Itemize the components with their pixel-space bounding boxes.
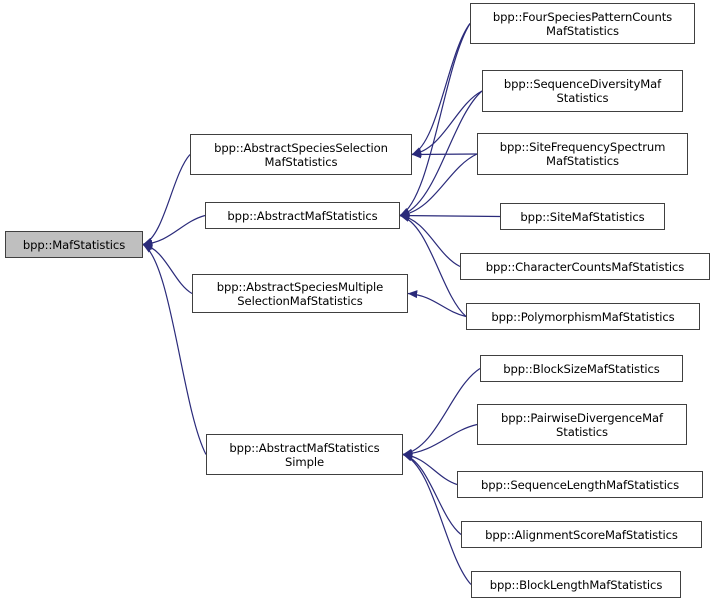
- class-node-sequence-diversity-maf-statistics[interactable]: bpp::SequenceDiversityMaf Statistics: [482, 70, 683, 112]
- class-node-label: bpp::BlockSizeMafStatistics: [503, 361, 660, 376]
- inheritance-edge-polymorphism-maf-statistics-to-abstract-species-multiple-selection-maf-statistics: [407, 290, 467, 318]
- inheritance-edge-polymorphism-maf-statistics-to-abstract-maf-statistics: [399, 214, 467, 317]
- class-node-label: bpp::SiteMafStatistics: [520, 209, 645, 224]
- inheritance-edge-site-maf-statistics-to-abstract-maf-statistics: [399, 211, 501, 220]
- inheritance-edge-abstract-maf-statistics-simple-to-maf-statistics: [142, 243, 207, 455]
- class-node-label: bpp::BlockLengthMafStatistics: [489, 577, 663, 592]
- inheritance-edge-four-species-pattern-counts-maf-statistics-to-abstract-species-selection-maf-statistics: [411, 23, 471, 156]
- class-node-sequence-length-maf-statistics[interactable]: bpp::SequenceLengthMafStatistics: [457, 471, 703, 498]
- class-node-label: bpp::CharacterCountsMafStatistics: [485, 259, 685, 274]
- class-node-block-length-maf-statistics[interactable]: bpp::BlockLengthMafStatistics: [471, 571, 681, 598]
- class-node-label: bpp::AbstractSpeciesMultiple SelectionMa…: [216, 279, 384, 308]
- inheritance-edge-site-frequency-spectrum-maf-statistics-to-abstract-maf-statistics: [399, 153, 478, 219]
- inheritance-edge-four-species-pattern-counts-maf-statistics-to-abstract-maf-statistics: [399, 23, 471, 217]
- class-node-site-frequency-spectrum-maf-statistics[interactable]: bpp::SiteFrequencySpectrum MafStatistics: [477, 133, 688, 175]
- class-node-label: bpp::PairwiseDivergenceMaf Statistics: [501, 410, 663, 439]
- inheritance-edge-abstract-maf-statistics-to-maf-statistics: [142, 214, 206, 248]
- class-node-label: bpp::AbstractSpeciesSelection MafStatist…: [214, 140, 388, 169]
- inheritance-edge-block-size-maf-statistics-to-abstract-maf-statistics-simple: [402, 367, 481, 457]
- class-node-label: bpp::SequenceDiversityMaf Statistics: [503, 77, 662, 105]
- inheritance-edge-abstract-species-selection-maf-statistics-to-maf-statistics: [142, 154, 191, 246]
- class-node-abstract-species-selection-maf-statistics[interactable]: bpp::AbstractSpeciesSelection MafStatist…: [190, 134, 412, 175]
- class-node-block-size-maf-statistics[interactable]: bpp::BlockSizeMafStatistics: [480, 355, 683, 382]
- class-node-label: bpp::AbstractMafStatistics: [227, 208, 378, 223]
- class-node-label: bpp::AbstractMafStatistics Simple: [229, 440, 380, 469]
- class-node-character-counts-maf-statistics[interactable]: bpp::CharacterCountsMafStatistics: [460, 253, 710, 280]
- inheritance-edge-sequence-diversity-maf-statistics-to-abstract-species-selection-maf-statistics: [411, 90, 483, 157]
- class-node-label: bpp::SiteFrequencySpectrum MafStatistics: [499, 140, 666, 168]
- inheritance-edge-character-counts-maf-statistics-to-abstract-maf-statistics: [399, 212, 461, 268]
- class-node-four-species-pattern-counts-maf-statistics[interactable]: bpp::FourSpeciesPatternCounts MafStatist…: [470, 3, 695, 44]
- class-node-label: bpp::PolymorphismMafStatistics: [491, 309, 675, 324]
- class-node-label: bpp::FourSpeciesPatternCounts MafStatist…: [492, 9, 673, 38]
- class-node-abstract-species-multiple-selection-maf-statistics[interactable]: bpp::AbstractSpeciesMultiple SelectionMa…: [192, 274, 408, 313]
- class-node-abstract-maf-statistics-simple[interactable]: bpp::AbstractMafStatistics Simple: [206, 434, 403, 475]
- edge-layer: [142, 23, 501, 585]
- class-node-abstract-maf-statistics[interactable]: bpp::AbstractMafStatistics: [205, 202, 400, 229]
- class-node-maf-statistics[interactable]: bpp::MafStatistics: [5, 231, 143, 258]
- class-node-alignment-score-maf-statistics[interactable]: bpp::AlignmentScoreMafStatistics: [461, 521, 702, 548]
- inheritance-edge-sequence-diversity-maf-statistics-to-abstract-maf-statistics: [399, 90, 483, 217]
- class-node-label: bpp::AlignmentScoreMafStatistics: [485, 527, 678, 542]
- class-node-polymorphism-maf-statistics[interactable]: bpp::PolymorphismMafStatistics: [466, 303, 700, 330]
- inheritance-edge-block-length-maf-statistics-to-abstract-maf-statistics-simple: [402, 453, 472, 585]
- class-node-label: bpp::SequenceLengthMafStatistics: [480, 477, 680, 492]
- inheritance-edge-site-frequency-spectrum-maf-statistics-to-abstract-species-selection-maf-statistics: [411, 150, 478, 159]
- class-node-pairwise-divergence-maf-statistics[interactable]: bpp::PairwiseDivergenceMaf Statistics: [477, 404, 687, 445]
- class-node-label: bpp::MafStatistics: [22, 237, 126, 252]
- class-node-site-maf-statistics[interactable]: bpp::SiteMafStatistics: [500, 203, 665, 230]
